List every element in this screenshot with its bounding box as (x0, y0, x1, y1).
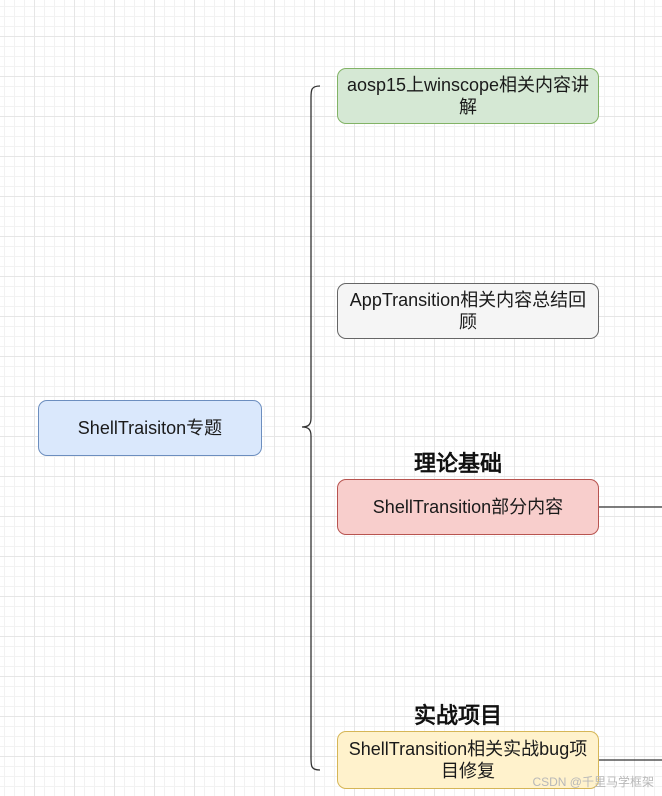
watermark: CSDN @千里马学框架 (532, 775, 654, 789)
child-node-bugfix-project[interactable]: ShellTransition相关实战bug项目修复 (337, 731, 599, 789)
curly-brace-connector (301, 85, 321, 771)
child-node-winscope[interactable]: aosp15上winscope相关内容讲解 (337, 68, 599, 124)
root-node-shelltransition-topic[interactable]: ShellTraisiton专题 (38, 400, 262, 456)
child-node-label: ShellTransition部分内容 (372, 497, 564, 517)
child-node-apptransition-review[interactable]: AppTransition相关内容总结回顾 (337, 283, 599, 339)
child-node-label: aosp15上winscope相关内容讲解 (346, 75, 590, 117)
root-node-label: ShellTraisiton专题 (77, 418, 223, 438)
child-node-label: AppTransition相关内容总结回顾 (349, 290, 587, 332)
section-label-practice: 实战项目 (414, 703, 503, 728)
child-node-shelltransition-content[interactable]: ShellTransition部分内容 (337, 479, 599, 535)
section-label-theory: 理论基础 (414, 451, 503, 476)
child-node-label: ShellTransition相关实战bug项目修复 (348, 739, 588, 781)
